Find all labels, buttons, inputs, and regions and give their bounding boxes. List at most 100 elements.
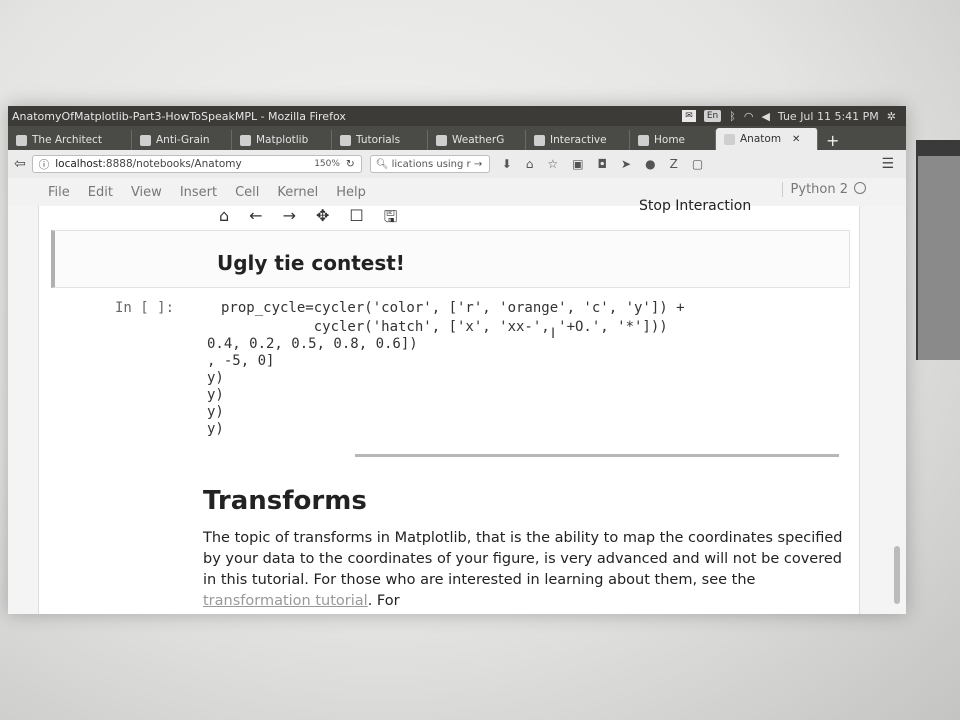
download-icon[interactable]: ⬇ [501, 157, 512, 171]
search-text: lications using r [391, 158, 471, 170]
gear-icon[interactable]: ✲ [886, 109, 896, 123]
stop-interaction-button[interactable]: Stop Interaction [639, 198, 752, 214]
mail-icon[interactable]: ✉ [682, 110, 696, 122]
bookmark-star-icon[interactable]: ☆ [547, 157, 559, 171]
menu-kernel[interactable]: Kernel [277, 184, 319, 200]
tab-home[interactable]: Home [630, 130, 716, 150]
library-icon[interactable]: ▣ [572, 157, 584, 171]
tab-label: The Architect [32, 134, 102, 146]
kernel-indicator: Python 2 [781, 182, 866, 197]
home-icon[interactable]: ⌂ [525, 157, 534, 171]
forward-arrow-icon[interactable]: → [282, 206, 296, 225]
menu-file[interactable]: File [48, 184, 70, 200]
tab-weather[interactable]: WeatherG [428, 130, 526, 150]
tab-tutorials[interactable]: Tutorials [332, 130, 428, 150]
tab-anti-grain[interactable]: Anti-Grain [132, 130, 232, 150]
notebook-page: ⌂ ← → ✥ ☐ 🖫 Stop Interaction Ugly tie co… [38, 198, 860, 614]
volume-icon[interactable]: ◀ [761, 109, 770, 123]
browser-tab-strip: The Architect Anti-Grain Matplotlib Tuto… [8, 126, 906, 150]
zoom-rect-icon[interactable]: ☐ [349, 206, 364, 225]
cell-prompt: In [ ]: [115, 300, 175, 316]
url-bar[interactable]: ⓘ localhost:8888/notebooks/Anatomy 150% … [31, 155, 362, 173]
code-line[interactable]: 0.4, 0.2, 0.5, 0.8, 0.6]) [207, 336, 418, 352]
screen: AnatomyOfMatplotlib-Part3-HowToSpeakMPL … [8, 106, 906, 614]
reload-icon[interactable]: ↻ [345, 158, 355, 170]
zotero-icon[interactable]: Z [669, 157, 678, 171]
tab-label: Matplotlib [256, 134, 309, 146]
search-icon: 🔍︎ [375, 158, 389, 170]
browser-toolbar-icons: ⬇ ⌂ ☆ ▣ ◘ ➤ ● Z ▢ [502, 157, 703, 171]
favicon-icon [240, 134, 251, 146]
wifi-icon[interactable]: ◠ [743, 109, 754, 123]
menu-insert[interactable]: Insert [179, 184, 218, 200]
favicon-icon [140, 134, 151, 146]
adjacent-screen-panel [918, 156, 960, 360]
hamburger-menu-icon[interactable]: ☰ [881, 156, 894, 172]
tab-label: Anatom [740, 133, 782, 145]
code-line[interactable]: y) [207, 370, 224, 386]
cell-divider [355, 454, 839, 457]
back-arrow-icon[interactable]: ⇦ [14, 156, 26, 172]
kernel-status-icon [854, 182, 866, 194]
favicon-icon [638, 134, 649, 146]
code-line[interactable]: y) [207, 421, 224, 437]
section-paragraph: The topic of transforms in Matplotlib, t… [203, 528, 843, 612]
new-tab-button[interactable]: + [826, 130, 840, 150]
tab-label: Interactive [550, 134, 607, 146]
paragraph-text: The topic of transforms in Matplotlib, t… [203, 530, 843, 588]
favicon-icon [724, 133, 735, 145]
menu-cell[interactable]: Cell [235, 184, 260, 200]
markdown-cell[interactable]: Ugly tie contest! [51, 230, 850, 288]
tab-interactive[interactable]: Interactive [526, 130, 630, 150]
code-line[interactable]: cycler('hatch', ['x', 'xx-', '+O.', '*']… [221, 319, 668, 335]
close-icon[interactable]: ✕ [792, 133, 801, 145]
code-line[interactable]: y) [207, 387, 224, 403]
favicon-icon [16, 134, 27, 146]
search-input[interactable]: 🔍︎ lications using r → [369, 155, 490, 173]
pocket-icon[interactable]: ◘ [597, 157, 608, 171]
menu-view[interactable]: View [130, 184, 162, 200]
tab-matplotlib[interactable]: Matplotlib [232, 130, 332, 150]
adjacent-screen [916, 140, 960, 360]
code-line[interactable]: , -5, 0] [207, 353, 275, 369]
section-heading: Transforms [203, 486, 367, 516]
text-cursor-icon: I [551, 326, 556, 342]
favicon-icon [340, 134, 351, 146]
navigation-bar: ⇦ ⓘ localhost:8888/notebooks/Anatomy 150… [8, 150, 906, 179]
window-title: AnatomyOfMatplotlib-Part3-HowToSpeakMPL … [12, 109, 346, 123]
home-icon[interactable]: ⌂ [219, 206, 230, 225]
scrollbar-thumb[interactable] [894, 546, 900, 604]
menu-edit[interactable]: Edit [87, 184, 113, 200]
markdown-heading: Ugly tie contest! [217, 251, 405, 275]
extension-icon[interactable]: ▢ [691, 157, 704, 171]
info-icon: ⓘ [38, 158, 50, 171]
code-line[interactable]: prop_cycle=cycler('color', ['r', 'orange… [221, 300, 685, 316]
tab-label: Anti-Grain [156, 134, 210, 146]
tab-label: Home [654, 134, 686, 146]
pan-icon[interactable]: ✥ [315, 206, 330, 225]
bluetooth-icon[interactable]: ᛒ [729, 109, 736, 123]
kernel-name: Python 2 [790, 182, 848, 197]
tab-anatomy-active[interactable]: Anatom ✕ [716, 128, 818, 150]
zoom-level[interactable]: 150% [314, 159, 340, 169]
language-indicator[interactable]: En [703, 110, 722, 122]
code-line[interactable]: y) [207, 404, 224, 420]
tab-label: Tutorials [356, 134, 401, 146]
paragraph-text: . For [367, 593, 400, 609]
clock[interactable]: Tue Jul 11 5:41 PM [777, 109, 879, 123]
menu-help[interactable]: Help [336, 184, 366, 200]
url-path: :8888/notebooks/Anatomy [102, 158, 242, 170]
tab-label: WeatherG [452, 134, 505, 146]
back-arrow-icon[interactable]: ← [249, 206, 263, 225]
url-host: localhost [55, 158, 103, 170]
send-icon[interactable]: ➤ [621, 157, 632, 171]
favicon-icon [534, 134, 545, 146]
figure-toolbar: ⌂ ← → ✥ ☐ 🖫 [219, 206, 397, 233]
extension-icon[interactable]: ● [645, 157, 656, 171]
favicon-icon [436, 134, 447, 146]
save-icon[interactable]: 🖫 [383, 207, 398, 226]
system-tray: ✉ En ᛒ ◠ ◀ Tue Jul 11 5:41 PM ✲ [682, 110, 906, 123]
jupyter-menu-bar: File Edit View Insert Cell Kernel Help P… [8, 178, 906, 206]
tab-the-architect[interactable]: The Architect [8, 130, 132, 150]
transformation-tutorial-link[interactable]: transformation tutorial [203, 593, 368, 609]
